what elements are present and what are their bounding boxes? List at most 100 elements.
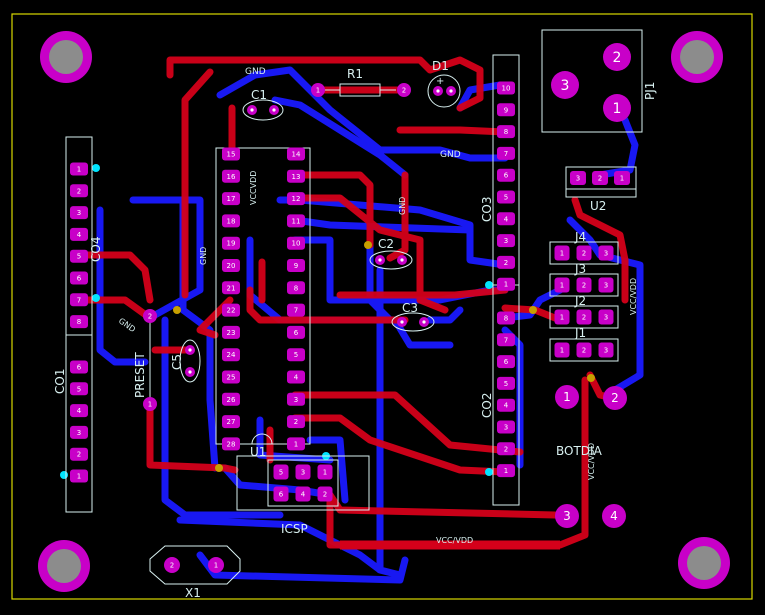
small-vias [173, 241, 595, 472]
label-gnd-u1-left: GND [199, 247, 208, 265]
icsp-pin: 1 [317, 464, 333, 480]
pad-number: 6 [504, 358, 509, 366]
label-vcc-bottom: VCC/VDD [436, 536, 473, 545]
u1-pin: 11 [287, 214, 305, 228]
u2-pin: 3 [570, 171, 586, 185]
botdia-pad: 1 [555, 385, 579, 409]
label-j1: J1 [574, 326, 586, 340]
pad-number: 25 [227, 374, 236, 382]
u1-pin: 9 [287, 259, 305, 272]
pad-number: 6 [77, 275, 82, 283]
u1-pin: 18 [222, 214, 240, 228]
co2-pin: 6 [497, 355, 515, 369]
label-preset: PRESET [133, 352, 147, 398]
co1-pin: 3 [70, 425, 88, 439]
pad-number: 4 [504, 402, 509, 410]
icsp-pin: 2 [317, 486, 333, 502]
label-r1: R1 [347, 67, 363, 81]
co1-pin: 6 [70, 360, 88, 374]
pad-number: 6 [279, 491, 284, 499]
co2-pin: 4 [497, 398, 515, 412]
label-u1: U1 [250, 445, 266, 459]
pad-number: 2 [294, 418, 298, 426]
mounting-hole-top-right [671, 31, 723, 83]
co4-pin: 6 [70, 271, 88, 285]
j-pin: 1 [554, 309, 570, 325]
co3-pin: 3 [497, 234, 515, 248]
label-x1: X1 [185, 586, 201, 600]
pad-number: 7 [77, 296, 81, 304]
pad-number: 3 [604, 347, 608, 355]
label-botdia: BOTDIA [556, 444, 603, 458]
pad-number: 12 [292, 195, 301, 203]
label-gnd-top: GND [245, 67, 266, 77]
botdia-pad: 3 [555, 504, 579, 528]
pad-number: 1 [214, 562, 218, 570]
label-co3: CO3 [480, 197, 494, 222]
pad-number: 3 [576, 175, 580, 183]
label-vcc-u1: VCCVDD [249, 171, 258, 205]
pad-number: 3 [504, 424, 508, 432]
u1-pin: 24 [222, 348, 240, 362]
j-pin: 1 [554, 245, 570, 261]
pad-number: 1 [504, 281, 508, 289]
pad-number: 2 [77, 187, 81, 195]
j-pin: 3 [598, 309, 614, 325]
r1-pin: 2 [397, 83, 411, 97]
pad-number: 8 [504, 128, 508, 136]
u1-pin: 12 [287, 192, 305, 206]
c5-capacitor [179, 339, 201, 383]
pad-number: 7 [294, 307, 298, 315]
j-pin: 2 [576, 309, 592, 325]
j-pin: 3 [598, 342, 614, 358]
pad-number: 3 [77, 209, 81, 217]
pad-number: 28 [227, 440, 236, 448]
label-c3: C3 [402, 301, 418, 315]
co3-pin: 5 [497, 190, 515, 204]
pad-number: 2 [323, 491, 327, 499]
co4-pin: 3 [70, 206, 88, 220]
pad-number: 2 [582, 250, 586, 258]
pad-number: 7 [504, 150, 508, 158]
u1-pin: 3 [287, 392, 305, 406]
pad-number: 22 [227, 307, 236, 315]
pad-number: 2 [613, 50, 622, 66]
u1-pin: 13 [287, 169, 305, 183]
pad-number: 4 [77, 231, 82, 239]
pad-number: 10 [292, 240, 301, 248]
preset-potentiometer: 21 [143, 309, 157, 411]
pad-number: 8 [77, 318, 81, 326]
pad-number: 7 [504, 336, 508, 344]
pad-number: 19 [227, 240, 236, 248]
co1-pin: 2 [70, 447, 88, 461]
co4-pin: 8 [70, 315, 88, 329]
u1-pin: 4 [287, 370, 305, 384]
mounting-hole-top-left [40, 31, 92, 83]
pad-number: 2 [598, 175, 602, 183]
u1-pin: 16 [222, 169, 240, 183]
pad-number: 21 [227, 284, 236, 292]
u2-pin: 2 [592, 171, 608, 185]
d1-diode [427, 74, 461, 108]
label-j3: J3 [574, 262, 586, 276]
pad-number: 2 [402, 87, 406, 95]
pad-number: 4 [301, 491, 306, 499]
preset-pin: 2 [143, 309, 157, 323]
co2-pin: 3 [497, 420, 515, 434]
co3-pin: 8 [497, 125, 515, 139]
pad-number: 26 [227, 396, 236, 404]
j-pin: 2 [576, 342, 592, 358]
pad-number: 3 [563, 509, 571, 523]
pad-number: 2 [582, 314, 586, 322]
pad-number: 5 [504, 194, 508, 202]
pad-number: 6 [294, 329, 299, 337]
label-c5: C5 [170, 354, 184, 370]
pad-number: 1 [316, 87, 320, 95]
pj1-pin: 3 [551, 71, 579, 99]
co1-pin: 1 [70, 469, 88, 483]
label-u2: U2 [590, 199, 606, 213]
u1-pin: 15 [222, 147, 240, 161]
pad-number: 1 [504, 467, 508, 475]
